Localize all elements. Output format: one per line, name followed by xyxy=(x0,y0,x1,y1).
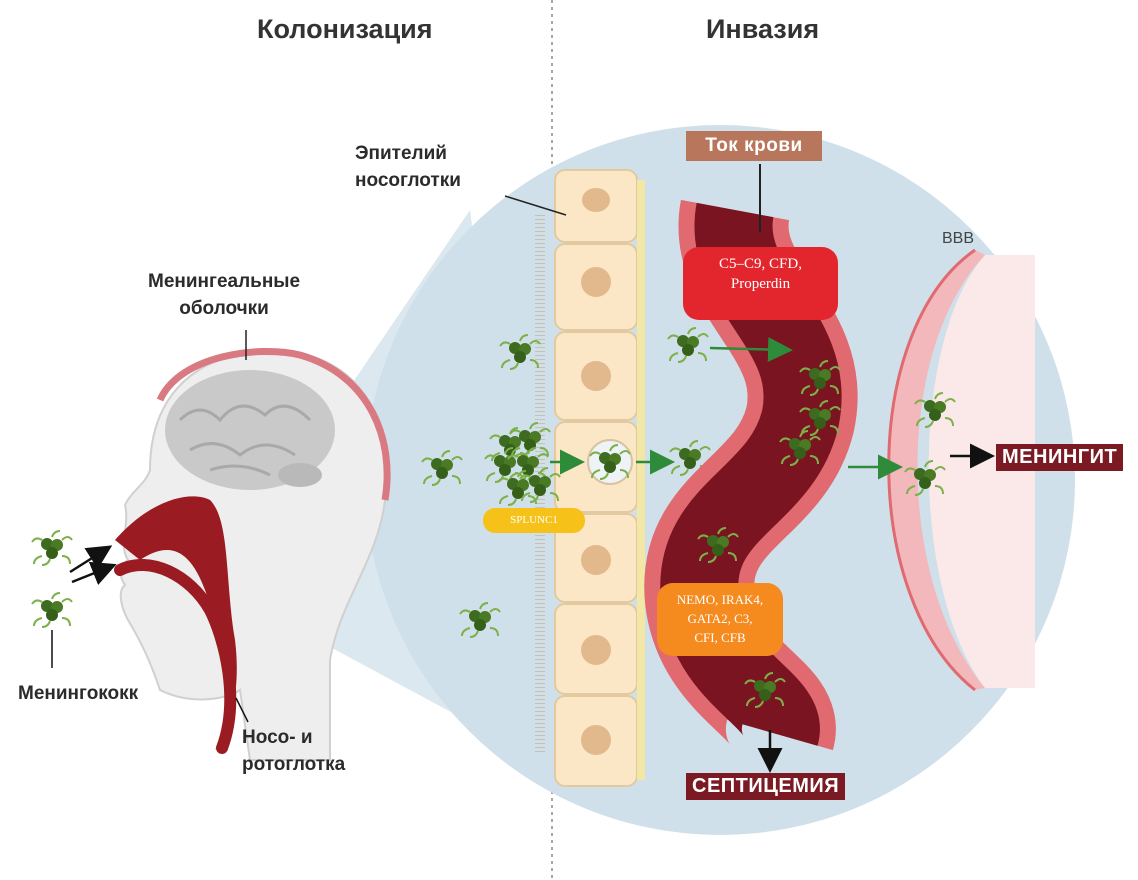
meninges-label: Менингеальные оболочки xyxy=(148,268,300,322)
genes-line1: NEMO, IRAK4, xyxy=(657,590,783,609)
genes-box: NEMO, IRAK4, GATA2, C3, CFI, CFB xyxy=(657,590,783,647)
epithelium-label: Эпителий носоглотки xyxy=(355,140,461,194)
meningococcus-label: Менингококк xyxy=(18,680,138,707)
complement-box: C5–C9, CFD, Properdin xyxy=(683,254,838,294)
complement-line1: C5–C9, CFD, xyxy=(683,254,838,274)
epithelium-label-line1: Эпителий xyxy=(355,140,461,167)
septicemia-tag: СЕПТИЦЕМИЯ xyxy=(686,773,845,800)
bloodstream-label: Ток крови xyxy=(686,131,822,161)
genes-line2: GATA2, C3, xyxy=(657,609,783,628)
meninges-label-line2: оболочки xyxy=(148,295,300,322)
meninges-label-line1: Менингеальные xyxy=(148,268,300,295)
splunc-box: SPLUNC1 xyxy=(483,513,585,528)
colonization-header: Колонизация xyxy=(257,14,433,45)
genes-line3: CFI, CFB xyxy=(657,628,783,647)
invasion-header: Инвазия xyxy=(706,14,819,45)
pharynx-label: Носо- и ротоглотка xyxy=(242,724,345,778)
bbb-label: BBB xyxy=(942,230,974,248)
epithelium-label-line2: носоглотки xyxy=(355,167,461,194)
meningitis-tag: МЕНИНГИТ xyxy=(996,444,1123,471)
complement-line2: Properdin xyxy=(683,274,838,294)
pharynx-label-line2: ротоглотка xyxy=(242,751,345,778)
brain xyxy=(165,370,335,490)
pharynx-label-line1: Носо- и xyxy=(242,724,345,751)
